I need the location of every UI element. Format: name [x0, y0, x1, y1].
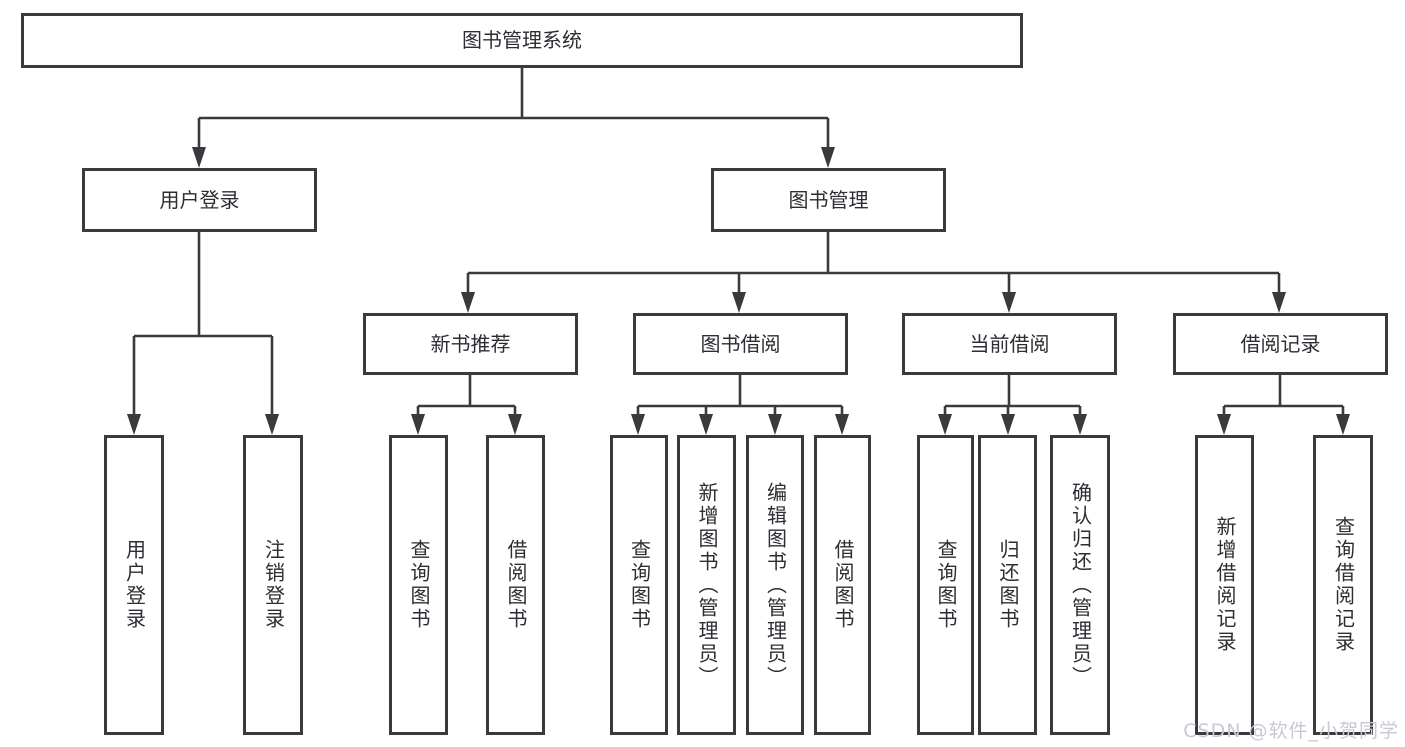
arrowheads [127, 147, 1350, 435]
leaf-query-borrow-record: 查询借阅记录 [1313, 435, 1373, 735]
leaf-logout: 注销登录 [243, 435, 303, 735]
leaf-add-borrow-record: 新增借阅记录 [1195, 435, 1254, 735]
node-book-borrow: 图书借阅 [633, 313, 848, 375]
leaf-edit-books-admin: 编辑图书（管理员） [746, 435, 804, 735]
leaf-query-books-current: 查询图书 [917, 435, 974, 735]
csdn-watermark: CSDN @软件_小贺同学 [1183, 720, 1399, 742]
leaf-query-books-borrow: 查询图书 [610, 435, 668, 735]
node-book-management: 图书管理 [711, 168, 946, 232]
leaf-add-books-admin: 新增图书（管理员） [677, 435, 736, 735]
leaf-return-books: 归还图书 [978, 435, 1037, 735]
node-borrow-records: 借阅记录 [1173, 313, 1388, 375]
leaf-borrow-books-recommend: 借阅图书 [486, 435, 545, 735]
node-current-borrow: 当前借阅 [902, 313, 1117, 375]
leaf-query-books-recommend: 查询图书 [389, 435, 448, 735]
node-user-login: 用户登录 [82, 168, 317, 232]
leaf-user-login: 用户登录 [104, 435, 164, 735]
node-new-book-recommend: 新书推荐 [363, 313, 578, 375]
node-root-library-management-system: 图书管理系统 [21, 13, 1023, 68]
leaf-confirm-return-admin: 确认归还（管理员） [1050, 435, 1110, 735]
leaf-borrow-books: 借阅图书 [814, 435, 871, 735]
